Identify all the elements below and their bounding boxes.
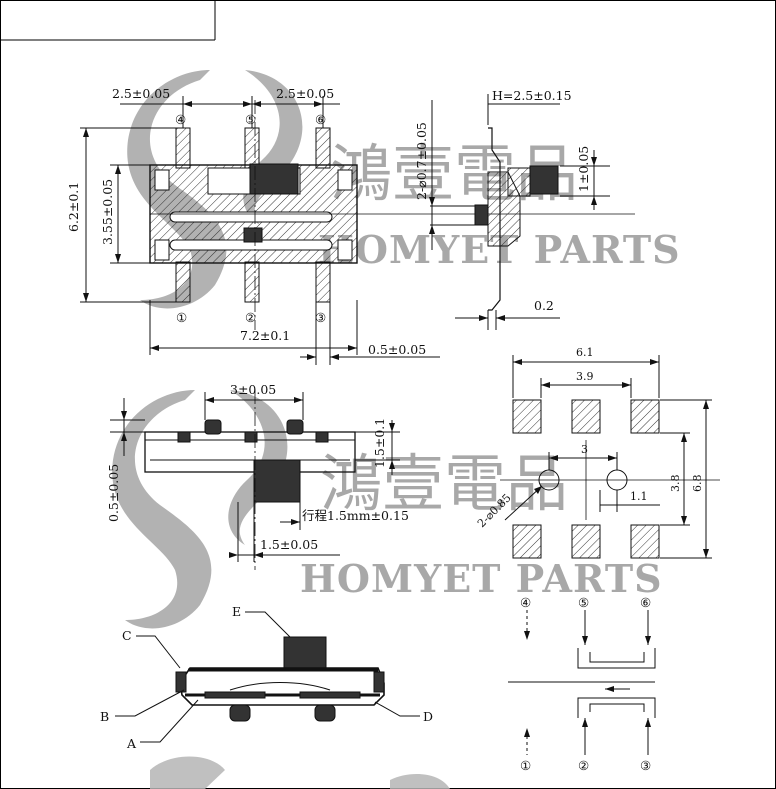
dim-pcb-61: 6.1 xyxy=(576,346,594,359)
top-pin-2: ② xyxy=(245,310,256,325)
dim-pcb-11: 1.1 xyxy=(630,490,648,503)
dim-pitch-right: 2.5±0.05 xyxy=(276,86,334,101)
dim-side-1: 1±0.05 xyxy=(576,146,591,192)
sch-pin-6: ⑥ xyxy=(640,595,651,610)
top-pin-6: ⑥ xyxy=(315,112,326,127)
dim-side-02: 0.2 xyxy=(534,298,554,313)
watermark-en-2: HOMYET PARTS xyxy=(300,556,663,601)
sch-pin-4: ④ xyxy=(520,595,531,610)
top-view-arrows xyxy=(83,101,357,360)
assembly-view xyxy=(115,611,420,743)
sch-pin-5: ⑤ xyxy=(578,595,589,610)
dim-front-15h: 1.5±0.05 xyxy=(260,537,318,552)
top-pin-3: ③ xyxy=(315,310,326,325)
top-pin-1: ① xyxy=(176,310,187,325)
front-view xyxy=(110,390,400,570)
dim-height-total: 6.2±0.1 xyxy=(66,182,81,232)
dim-pcb-38: 3.8 xyxy=(669,475,682,493)
watermark-cn-2: 鴻壹電品 xyxy=(320,447,568,520)
sch-pin-1: ① xyxy=(520,758,531,773)
top-pin-4: ④ xyxy=(175,112,186,127)
dim-pcb-39: 3.9 xyxy=(576,370,594,383)
dim-front-3: 3±0.05 xyxy=(230,382,276,397)
dim-width-total: 7.2±0.1 xyxy=(240,328,290,343)
label-A: A xyxy=(126,736,137,751)
sch-pin-3: ③ xyxy=(640,758,651,773)
label-B: B xyxy=(100,709,109,724)
watermark-logo-2 xyxy=(112,390,212,629)
label-C: C xyxy=(122,628,132,643)
dim-pcb-68: 6.8 xyxy=(691,475,704,493)
sch-pin-2: ② xyxy=(578,758,589,773)
dim-pin-width: 0.5±0.05 xyxy=(368,342,426,357)
dim-pitch-left: 2.5±0.05 xyxy=(112,86,170,101)
pcb-arrows xyxy=(513,359,709,558)
side-view xyxy=(430,94,610,330)
side-view-arrows xyxy=(429,157,597,321)
dim-front-15v: 1.5±0.1 xyxy=(372,418,387,468)
pcb-layout xyxy=(500,355,720,559)
dim-height-inner: 3.55±0.05 xyxy=(100,179,115,245)
schematic-arrows xyxy=(524,631,651,737)
dim-side-H: H=2.5±0.15 xyxy=(492,88,572,103)
dim-front-05: 0.5±0.05 xyxy=(106,464,121,522)
dim-pcb-3: 3 xyxy=(581,443,588,456)
front-view-arrows xyxy=(121,397,395,558)
dim-side-holes: 2-⌀0.7±0.05 xyxy=(414,122,429,200)
top-pin-5: ⑤ xyxy=(245,112,256,127)
dim-front-travel: 行程1.5mm±0.15 xyxy=(302,508,409,523)
label-D: D xyxy=(423,709,433,724)
watermark: 鴻壹電品 HOMYET PARTS 鴻壹電品 HOMYET PARTS xyxy=(112,70,680,789)
schematic xyxy=(508,610,656,755)
label-E: E xyxy=(232,604,241,619)
top-view xyxy=(80,96,635,365)
